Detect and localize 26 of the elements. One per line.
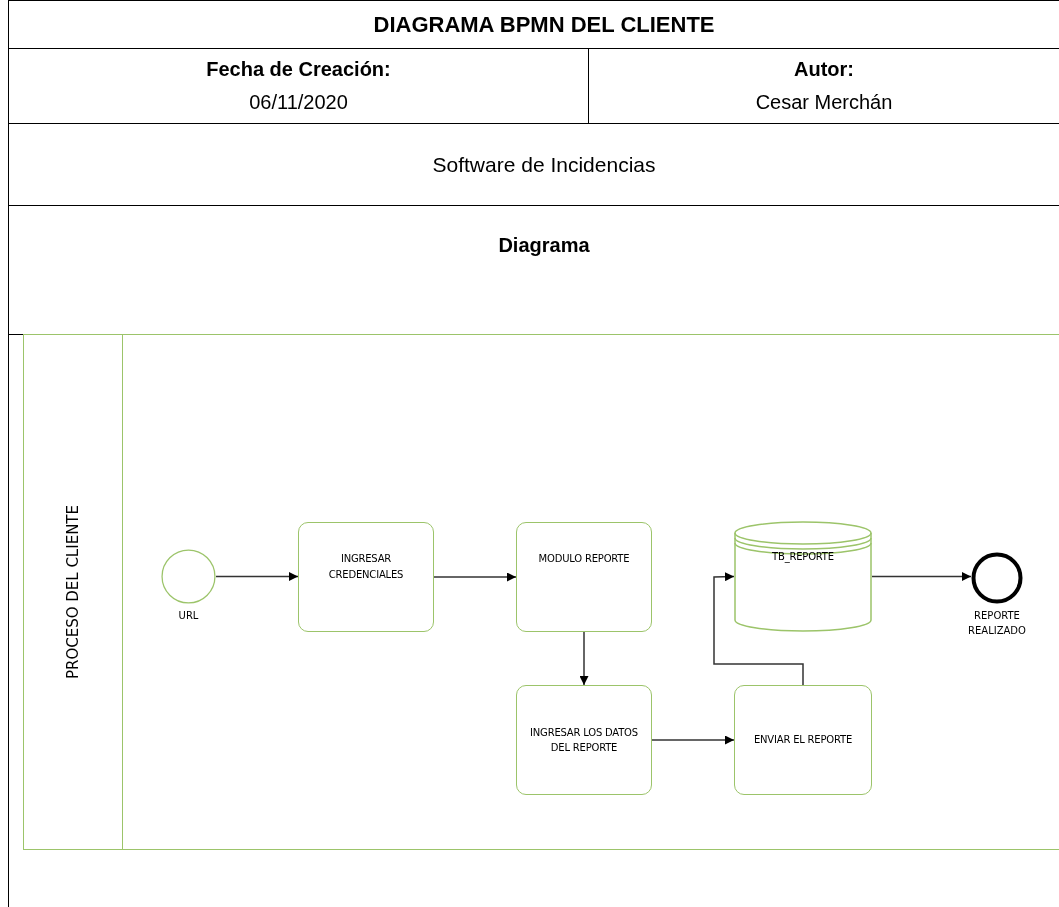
section-heading: Diagrama [498,234,590,257]
title: DIAGRAMA BPMN DEL CLIENTE [373,11,715,38]
task-box [734,685,872,795]
author-text: Cesar Merchán [755,91,893,114]
task-label: INGRESAR CREDENCIALES [327,552,405,582]
sequence-arrow [713,572,804,686]
task-box [298,522,434,632]
sequence-arrow [215,572,299,581]
event-label: URL [177,609,200,623]
task-label: INGRESAR LOS DATOS DEL REPORTE [529,725,639,755]
sequence-arrow [579,631,589,686]
task-label: TB_REPORTE [772,550,834,565]
date-text: 06/11/2020 [249,91,348,114]
task-label: ENVIAR EL REPORTE [753,733,852,748]
field-heading: Fecha de Creación: [206,58,391,81]
event-label: REPORTE REALIZADO [967,609,1027,638]
field-heading: Autor: [794,58,854,81]
sequence-arrow [433,572,517,582]
system-name: Software de Incidencias [432,152,656,177]
task-box [516,522,652,632]
sequence-arrow [651,735,735,745]
task-box [516,685,652,795]
swimlane [23,334,1059,850]
sequence-arrow [871,572,972,581]
task-label: MODULO REPORTE [538,552,630,566]
lane-title: PROCESO DEL CLIENTE [64,504,82,680]
